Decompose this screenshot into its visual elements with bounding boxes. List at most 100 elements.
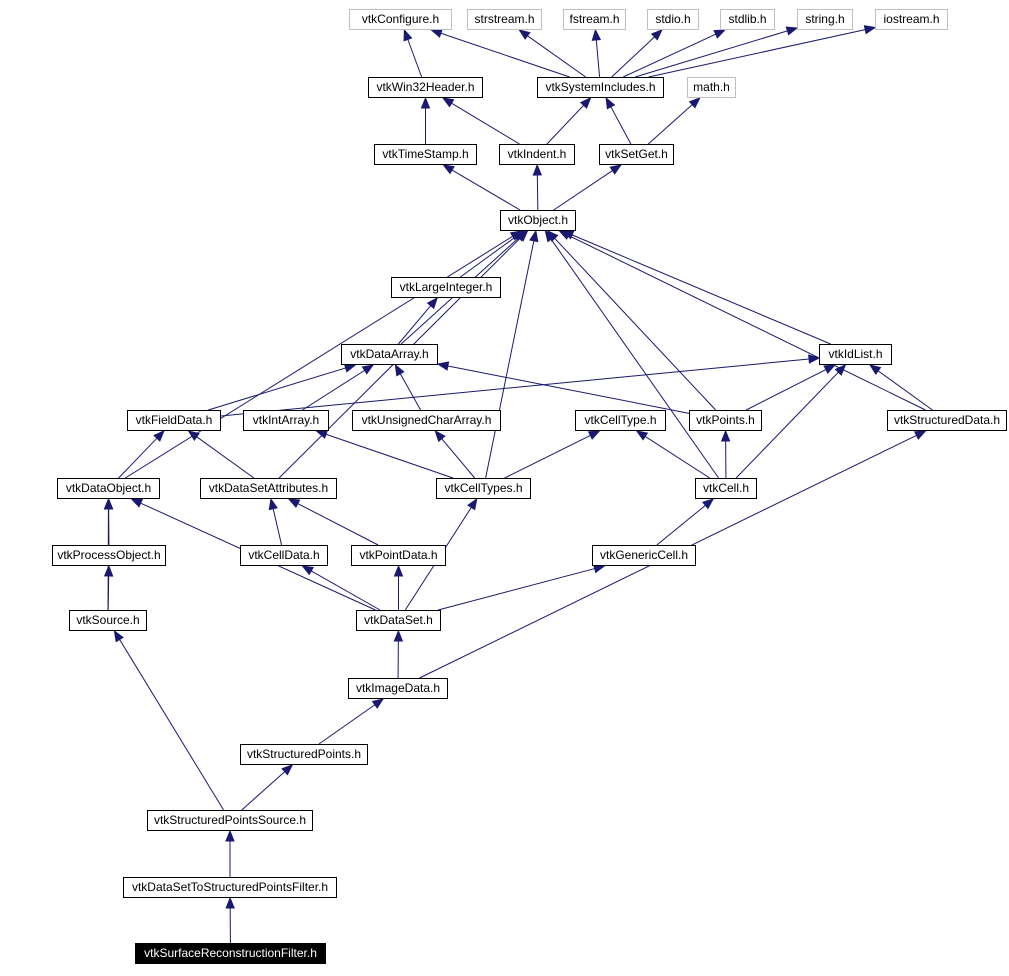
arrowhead-icon (587, 430, 601, 440)
node-vtk-points[interactable]: vtkPoints.h (689, 410, 762, 431)
node-vtk-system-includes[interactable]: vtkSystemIncludes.h (537, 77, 664, 98)
arrowhead-icon (287, 498, 301, 509)
edge-vtkStructuredPointsSource-to-vtkStructuredPoints (241, 771, 286, 811)
edge-vtkFieldData-to-vtkDataArray (208, 367, 346, 411)
edge-vtkCell-to-vtkObject (550, 238, 720, 479)
arrowhead-icon (609, 164, 622, 175)
node-vtk-data-set-attributes[interactable]: vtkDataSetAttributes.h (200, 478, 337, 499)
arrowhead-icon (650, 29, 663, 41)
node-vtk-point-data[interactable]: vtkPointData.h (351, 545, 446, 566)
edge-vtkIndent-to-vtkWin32Header (451, 102, 520, 145)
arrowhead-icon (467, 497, 478, 511)
node-vtk-field-data[interactable]: vtkFieldData.h (127, 410, 221, 431)
node-fstream: fstream.h (563, 9, 626, 30)
arrowhead-icon (130, 498, 144, 508)
arrowhead-icon (863, 25, 877, 35)
node-vtk-int-array[interactable]: vtkIntArray.h (243, 410, 329, 431)
arrowhead-icon (823, 364, 837, 374)
edge-vtkDataSetAttributes-to-vtkFieldData (196, 436, 255, 479)
edge-vtkPoints-to-vtkIdList (745, 369, 827, 411)
node-vtk-surface-reconstruction-filter[interactable]: vtkSurfaceReconstructionFilter.h (135, 943, 326, 964)
arrowhead-icon (532, 163, 543, 176)
arrowhead-icon (591, 28, 602, 41)
edge-vtkStructuredData-to-vtkObject (568, 234, 926, 411)
node-vtk-indent[interactable]: vtkIndent.h (499, 144, 575, 165)
edge-vtkSetGet-to-vtkSystemIncludes (610, 106, 632, 145)
edge-vtkPointData-to-vtkDataSetAttributes (297, 503, 379, 546)
node-vtk-data-object[interactable]: vtkDataObject.h (57, 478, 160, 499)
edge-vtkDataObject-to-vtkFieldData (118, 437, 158, 479)
edge-vtkFieldData-to-vtkIdList (220, 358, 810, 417)
node-vtk-object[interactable]: vtkObject.h (500, 210, 576, 231)
edge-vtkWin32Header-to-vtkConfigure (407, 39, 423, 78)
node-vtk-cell-data[interactable]: vtkCellData.h (240, 545, 328, 566)
node-vtk-cell-type[interactable]: vtkCellType.h (575, 410, 666, 431)
arrowhead-icon (558, 230, 571, 240)
node-vtk-unsigned-char-array[interactable]: vtkUnsignedCharArray.h (352, 410, 501, 431)
arrowhead-icon (868, 364, 882, 375)
arrowhead-icon (103, 497, 114, 510)
arrowhead-icon (361, 364, 375, 375)
node-vtk-data-set[interactable]: vtkDataSet.h (356, 610, 441, 631)
node-vtk-process-object[interactable]: vtkProcessObject.h (52, 545, 166, 566)
arrowhead-icon (153, 430, 165, 442)
node-vtk-structured-points-source[interactable]: vtkStructuredPointsSource.h (147, 810, 313, 831)
node-vtk-image-data[interactable]: vtkImageData.h (348, 678, 448, 699)
node-vtk-cell[interactable]: vtkCell.h (695, 478, 757, 499)
arrowhead-icon (516, 230, 529, 242)
edge-vtkSetGet-to-math (647, 104, 693, 145)
arrowhead-icon (518, 29, 531, 40)
node-vtk-generic-cell[interactable]: vtkGenericCell.h (592, 545, 696, 566)
arrowhead-icon (268, 497, 278, 511)
arrowhead-icon (430, 28, 443, 38)
edge-vtkCellData-to-vtkDataSetAttributes (272, 508, 283, 546)
edge-vtkUnsignedCharArray-to-vtkDataArray (399, 373, 422, 411)
edge-vtkCell-to-vtkCellType (644, 435, 710, 479)
edge-vtkIntArray-to-vtkDataArray (302, 369, 365, 411)
node-strstream: strstream.h (467, 9, 542, 30)
edge-vtkStructuredPointsSource-to-vtkSource (119, 639, 225, 811)
arrowhead-icon (808, 354, 821, 364)
arrowhead-icon (420, 96, 431, 109)
arrowhead-icon (393, 629, 404, 642)
node-vtk-source[interactable]: vtkSource.h (69, 610, 147, 631)
arrowhead-icon (579, 97, 592, 109)
arrowhead-icon (605, 96, 616, 110)
arrowhead-icon (544, 229, 556, 243)
arrowhead-icon (720, 429, 731, 442)
edge-vtkSystemIncludes-to-strstream (527, 35, 586, 78)
arrowhead-icon (426, 296, 439, 310)
edge-vtkSystemIncludes-to-string (635, 30, 788, 78)
node-stdlib: stdlib.h (720, 9, 775, 30)
edge-vtkObject-to-vtkSetGet (553, 170, 613, 211)
edge-vtkIndent-to-vtkSystemIncludes (546, 104, 585, 145)
arrowhead-icon (371, 698, 385, 709)
arrowhead-icon (834, 364, 847, 376)
arrowhead-icon (441, 97, 455, 108)
edge-vtkSystemIncludes-to-stdlib (622, 33, 716, 78)
node-vtk-id-list[interactable]: vtkIdList.h (819, 344, 892, 365)
edge-vtkDataSet-to-vtkGenericCell (438, 568, 595, 611)
arrowhead-icon (343, 363, 357, 373)
arrowhead-icon (529, 229, 539, 243)
node-vtk-data-array[interactable]: vtkDataArray.h (341, 344, 438, 365)
edge-vtkObject-to-vtkIndent (536, 174, 539, 211)
arrowhead-icon (394, 363, 405, 377)
node-vtk-structured-data[interactable]: vtkStructuredData.h (887, 410, 1007, 431)
edge-vtkSource-to-vtkProcessObject (107, 575, 110, 611)
arrowhead-icon (103, 564, 114, 577)
edge-vtkSystemIncludes-to-vtkConfigure (440, 32, 570, 78)
node-vtk-structured-points[interactable]: vtkStructuredPoints.h (240, 744, 368, 765)
arrowhead-icon (702, 498, 715, 510)
node-vtk-win32header[interactable]: vtkWin32Header.h (368, 77, 483, 98)
node-vtk-set-get[interactable]: vtkSetGet.h (599, 144, 674, 165)
node-vtk-time-stamp[interactable]: vtkTimeStamp.h (374, 144, 477, 165)
edge-vtkDataObject-to-vtkObject (125, 235, 513, 479)
arrowhead-icon (393, 564, 404, 577)
node-vtk-large-integer[interactable]: vtkLargeInteger.h (391, 277, 501, 298)
edge-vtkSystemIncludes-to-fstream (595, 39, 601, 78)
edge-vtkDataSet-to-vtkCellData (310, 570, 381, 611)
node-vtk-cell-types[interactable]: vtkCellTypes.h (436, 478, 531, 499)
node-vtk-data-set-to-structured-points-filter[interactable]: vtkDataSetToStructuredPointsFilter.h (123, 877, 337, 898)
